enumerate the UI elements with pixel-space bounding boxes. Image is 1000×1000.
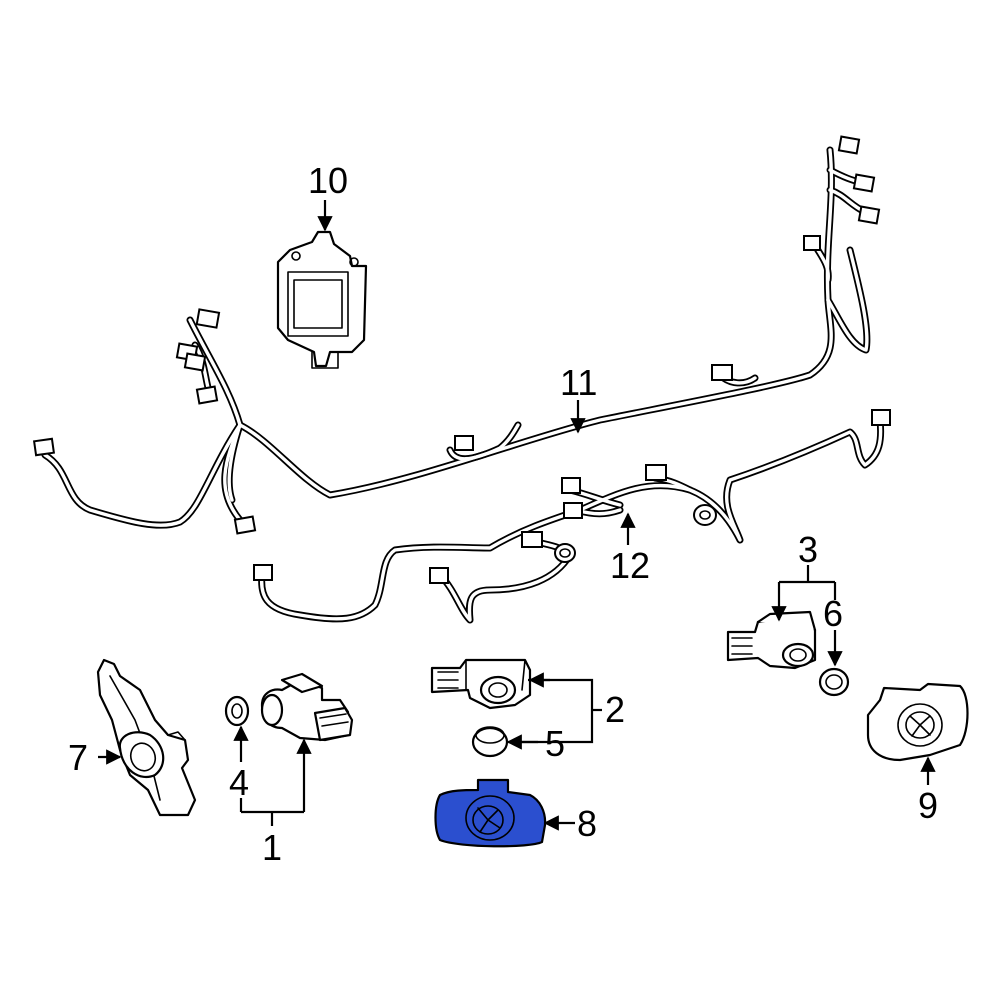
callout-11: 11	[560, 362, 597, 403]
callout-4: 4	[229, 762, 249, 803]
callout-5: 5	[545, 723, 565, 764]
callout-2: 2	[605, 689, 625, 730]
leader-lines	[98, 200, 936, 831]
part-3-sensor[interactable]	[726, 610, 817, 670]
callout-9: 9	[918, 785, 938, 826]
callout-12: 12	[610, 545, 650, 586]
callout-8: 8	[577, 803, 597, 844]
part-11-wiring-harness[interactable]	[32, 135, 881, 535]
part-5-retainer[interactable]	[471, 726, 509, 758]
part-9-sensor-holder[interactable]	[866, 682, 969, 762]
part-12-bumper-harness[interactable]	[253, 409, 891, 624]
part-4-ring[interactable]	[224, 695, 250, 727]
part-1-sensor[interactable]	[260, 672, 354, 742]
part-2-sensor[interactable]	[430, 658, 532, 710]
callout-labels: 10 11 12 3 6 2 5 8 7 9 4 1	[68, 160, 938, 868]
part-10-control-module[interactable]	[276, 230, 368, 369]
part-7-sensor-bracket[interactable]	[96, 658, 197, 817]
callout-1: 1	[262, 827, 282, 868]
callout-3: 3	[798, 529, 818, 570]
callout-10: 10	[308, 160, 348, 201]
part-6-grommet[interactable]	[818, 667, 850, 697]
callout-7: 7	[68, 737, 88, 778]
part-8-sensor-cover-highlighted[interactable]	[434, 778, 547, 848]
callout-6: 6	[823, 593, 843, 634]
